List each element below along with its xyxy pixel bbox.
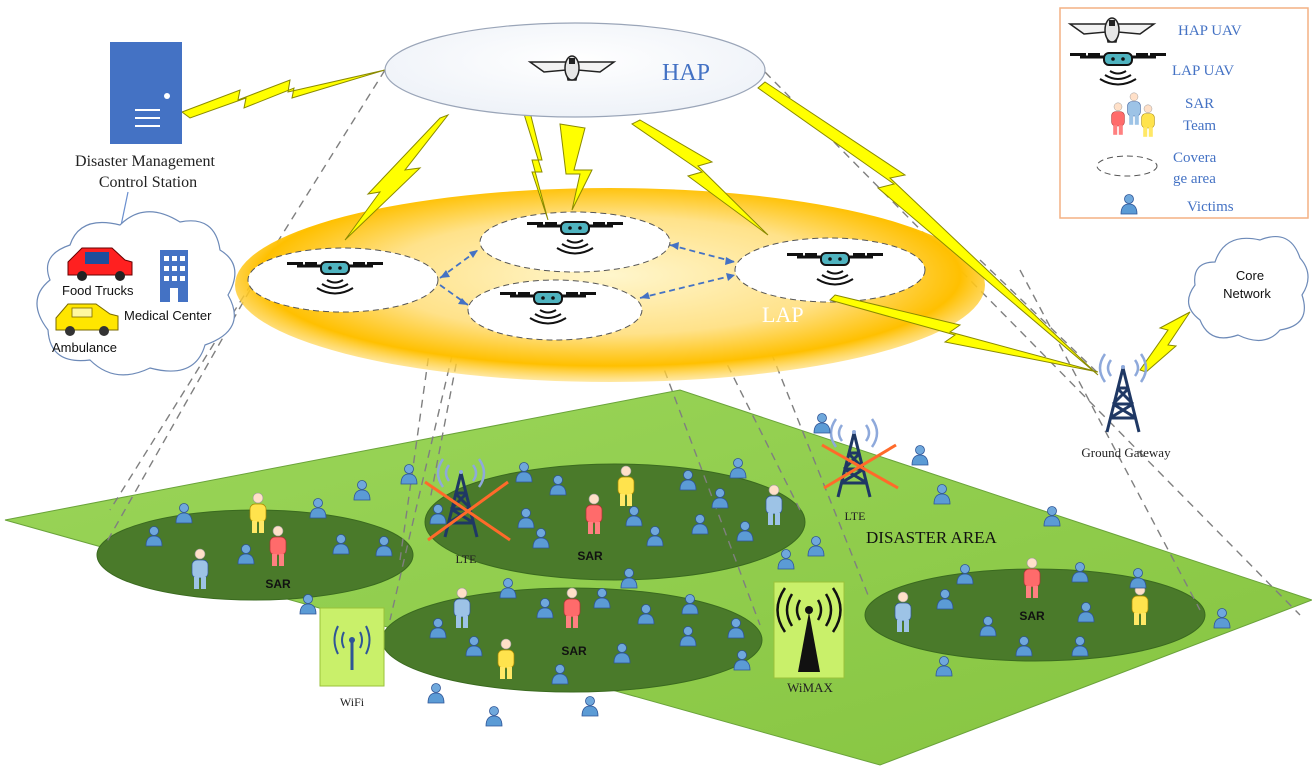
legend-sar-team-label-line1: SAR [1185,96,1214,112]
disaster-area-label: DISASTER AREA [866,528,998,547]
lte-label-right: LTE [845,509,866,523]
legend-victims-label: Victims [1187,199,1234,215]
wimax-label: WiMAX [787,680,833,695]
legend-coverage-area-label-line1: Covera [1173,150,1217,166]
wireless-link-bolts [180,69,1191,376]
food-trucks-label: Food Trucks [62,283,134,298]
ambulance-label: Ambulance [52,340,117,355]
ground-gateway-label: Ground Gateway [1081,445,1171,460]
wifi-label: WiFi [340,695,365,709]
core-network-label-line2: Network [1223,286,1271,301]
hap-label: HAP [662,60,710,86]
lap-coverage-layer [235,188,985,382]
food-truck-icon [67,247,133,281]
legend-coverage-area-icon [1096,155,1158,177]
legend-box: HAP UAV LAP UAV SAR Team Covera ge area … [1059,7,1309,219]
ground-gateway-tower-icon [1098,352,1148,434]
lte-tower-left [424,457,511,542]
sar-zone-label: SAR [561,644,587,658]
legend-hap-uav-label: HAP UAV [1178,23,1242,39]
control-station-label-line1: Disaster Management [75,153,216,170]
legend-sar-team-label-line2: Team [1183,118,1216,134]
core-network-cloud [1188,236,1309,341]
lap-cell-left [247,247,439,313]
wifi-access-point-icon [319,607,385,687]
medical-center-label: Medical Center [124,308,212,323]
legend-coverage-area-label-line2: ge area [1173,171,1216,187]
wimax-tower-icon [773,581,845,679]
lap-inter-uav-links [439,242,736,306]
lap-label: LAP [762,302,804,327]
ambulance-icon [55,303,119,336]
lte-tower-right [821,417,899,499]
lte-label-left: LTE [456,552,477,566]
core-network-label-line1: Core [1236,268,1264,283]
control-station-label-line2: Control Station [99,174,197,191]
medical-center-icon [160,250,188,302]
sar-zone-label: SAR [265,577,291,591]
sar-zone-label: SAR [577,549,603,563]
legend-lap-uav-label: LAP UAV [1172,63,1234,79]
server-icon [110,42,182,144]
lap-cell-right [734,237,926,303]
sar-zone-label: SAR [1019,609,1045,623]
